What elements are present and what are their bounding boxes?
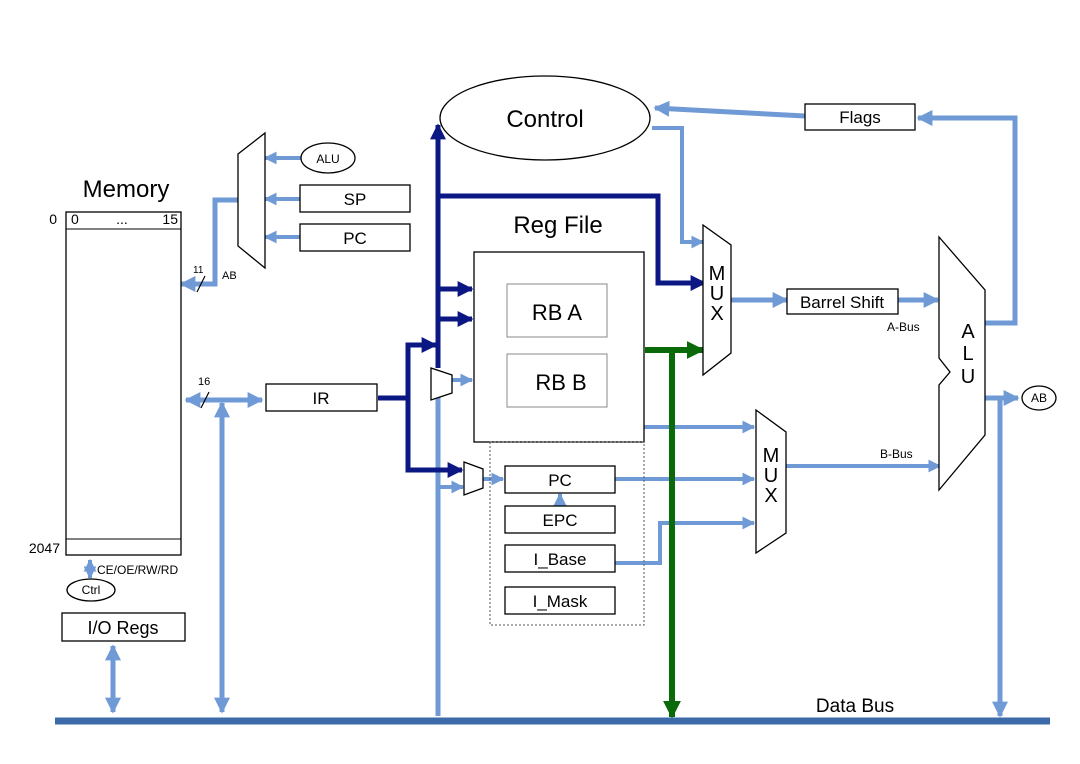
control-block: Control Flags	[439, 75, 916, 161]
memory-address-start: 0	[49, 211, 57, 227]
pc-top-box	[299, 223, 411, 252]
ir-control-wire	[378, 336, 438, 401]
address-mux-block: ALU SP PC	[237, 131, 411, 270]
register-file-block: Reg File RB A RB B PC EPC I_Base I_Mask	[430, 212, 645, 626]
memory-column-dots: ...	[116, 211, 128, 227]
i-mask-box	[504, 586, 616, 615]
alu-unit	[938, 235, 986, 492]
register-file-title: Reg File	[513, 212, 602, 239]
control-unit	[439, 75, 651, 161]
address-mux	[237, 131, 266, 270]
alu-letter-3: U	[961, 366, 975, 388]
mux-a-letter-3: X	[710, 303, 723, 325]
memory-address-end: 2047	[29, 540, 60, 556]
ir-block: IR	[265, 383, 378, 412]
flags-box	[804, 103, 916, 131]
pc-top-label: PC	[343, 229, 367, 248]
pc-label: PC	[548, 471, 572, 490]
mux-b-block: M U X	[755, 408, 787, 555]
memory-column-start: 0	[71, 211, 79, 227]
mux-b	[755, 408, 787, 555]
barrel-shift-box	[786, 288, 899, 315]
rb-a-label: RB A	[532, 300, 582, 325]
rb-b-box	[506, 353, 608, 408]
address-width-label: 11	[193, 265, 204, 276]
wires	[55, 100, 1050, 725]
barrel-shift-block: Barrel Shift A-Bus B-Bus	[786, 288, 920, 461]
epc-label: EPC	[543, 511, 578, 530]
ibase-to-mux-wire	[615, 516, 756, 565]
flags-to-control-wire	[653, 100, 806, 119]
rb-a-box	[506, 283, 608, 338]
memory-signals-label: CE/OE/RW/RD	[97, 563, 178, 577]
memory-block: Memory 0 0 ... 15 2047 CE/OE/RW/RD Ctrl …	[29, 176, 237, 642]
data-width-slash	[200, 391, 210, 409]
i-mask-label: I_Mask	[533, 592, 588, 611]
memory-column-end: 15	[162, 211, 178, 227]
sp-box	[299, 184, 411, 213]
address-width-slash	[196, 275, 206, 293]
mux-a-block: M U X	[702, 223, 732, 377]
ir-label: IR	[313, 389, 330, 408]
ir-to-pcmux-wire	[405, 398, 464, 479]
a-bus-label: A-Bus	[887, 320, 920, 334]
control-label: Control	[506, 106, 583, 133]
mux-b-letter-3: X	[764, 485, 777, 507]
ir-box	[265, 383, 378, 412]
mux-a	[702, 223, 732, 377]
i-base-box	[504, 544, 616, 573]
ctrl-node	[66, 578, 116, 602]
ab-out-label: AB	[1031, 391, 1047, 405]
special-registers-group	[489, 441, 645, 626]
address-bus-label: AB	[222, 270, 237, 282]
epc-box	[504, 505, 616, 534]
alu-block: A L U AB	[938, 235, 1057, 492]
ab-out-node	[1021, 385, 1057, 411]
ctrl-label: Ctrl	[82, 583, 101, 597]
regfile-input-mux	[430, 367, 453, 401]
addrmux-to-memory-wire	[179, 197, 238, 293]
register-file	[473, 251, 645, 443]
io-regs-label: I/O Regs	[87, 618, 158, 638]
control-to-mux-wire	[652, 126, 705, 249]
i-base-label: I_Base	[534, 550, 587, 569]
mux-a-letter-2: U	[710, 283, 724, 305]
mux-b-letter-2: U	[764, 465, 778, 487]
memory-array	[65, 211, 182, 556]
mux-a-letter-1: M	[709, 263, 726, 285]
b-bus-label: B-Bus	[880, 447, 913, 461]
alu-small-label: ALU	[316, 152, 339, 166]
memory-title: Memory	[83, 176, 170, 203]
io-regs-box	[61, 612, 186, 642]
data-width-label: 16	[198, 376, 210, 388]
alu-letter-2: L	[962, 343, 973, 365]
alu-small-node	[300, 142, 356, 174]
mux-b-letter-1: M	[763, 445, 780, 467]
control-to-topmux-wire	[440, 193, 707, 292]
pc-box	[504, 465, 616, 494]
alu-letter-1: A	[961, 321, 975, 343]
flags-label: Flags	[839, 108, 881, 127]
sp-label: SP	[344, 190, 367, 209]
rb-b-label: RB B	[535, 370, 586, 395]
barrel-shift-label: Barrel Shift	[800, 293, 884, 312]
alu-to-flags-wire	[916, 109, 1018, 326]
data-bus-label: Data Bus	[816, 696, 894, 717]
pc-input-mux	[463, 461, 484, 496]
